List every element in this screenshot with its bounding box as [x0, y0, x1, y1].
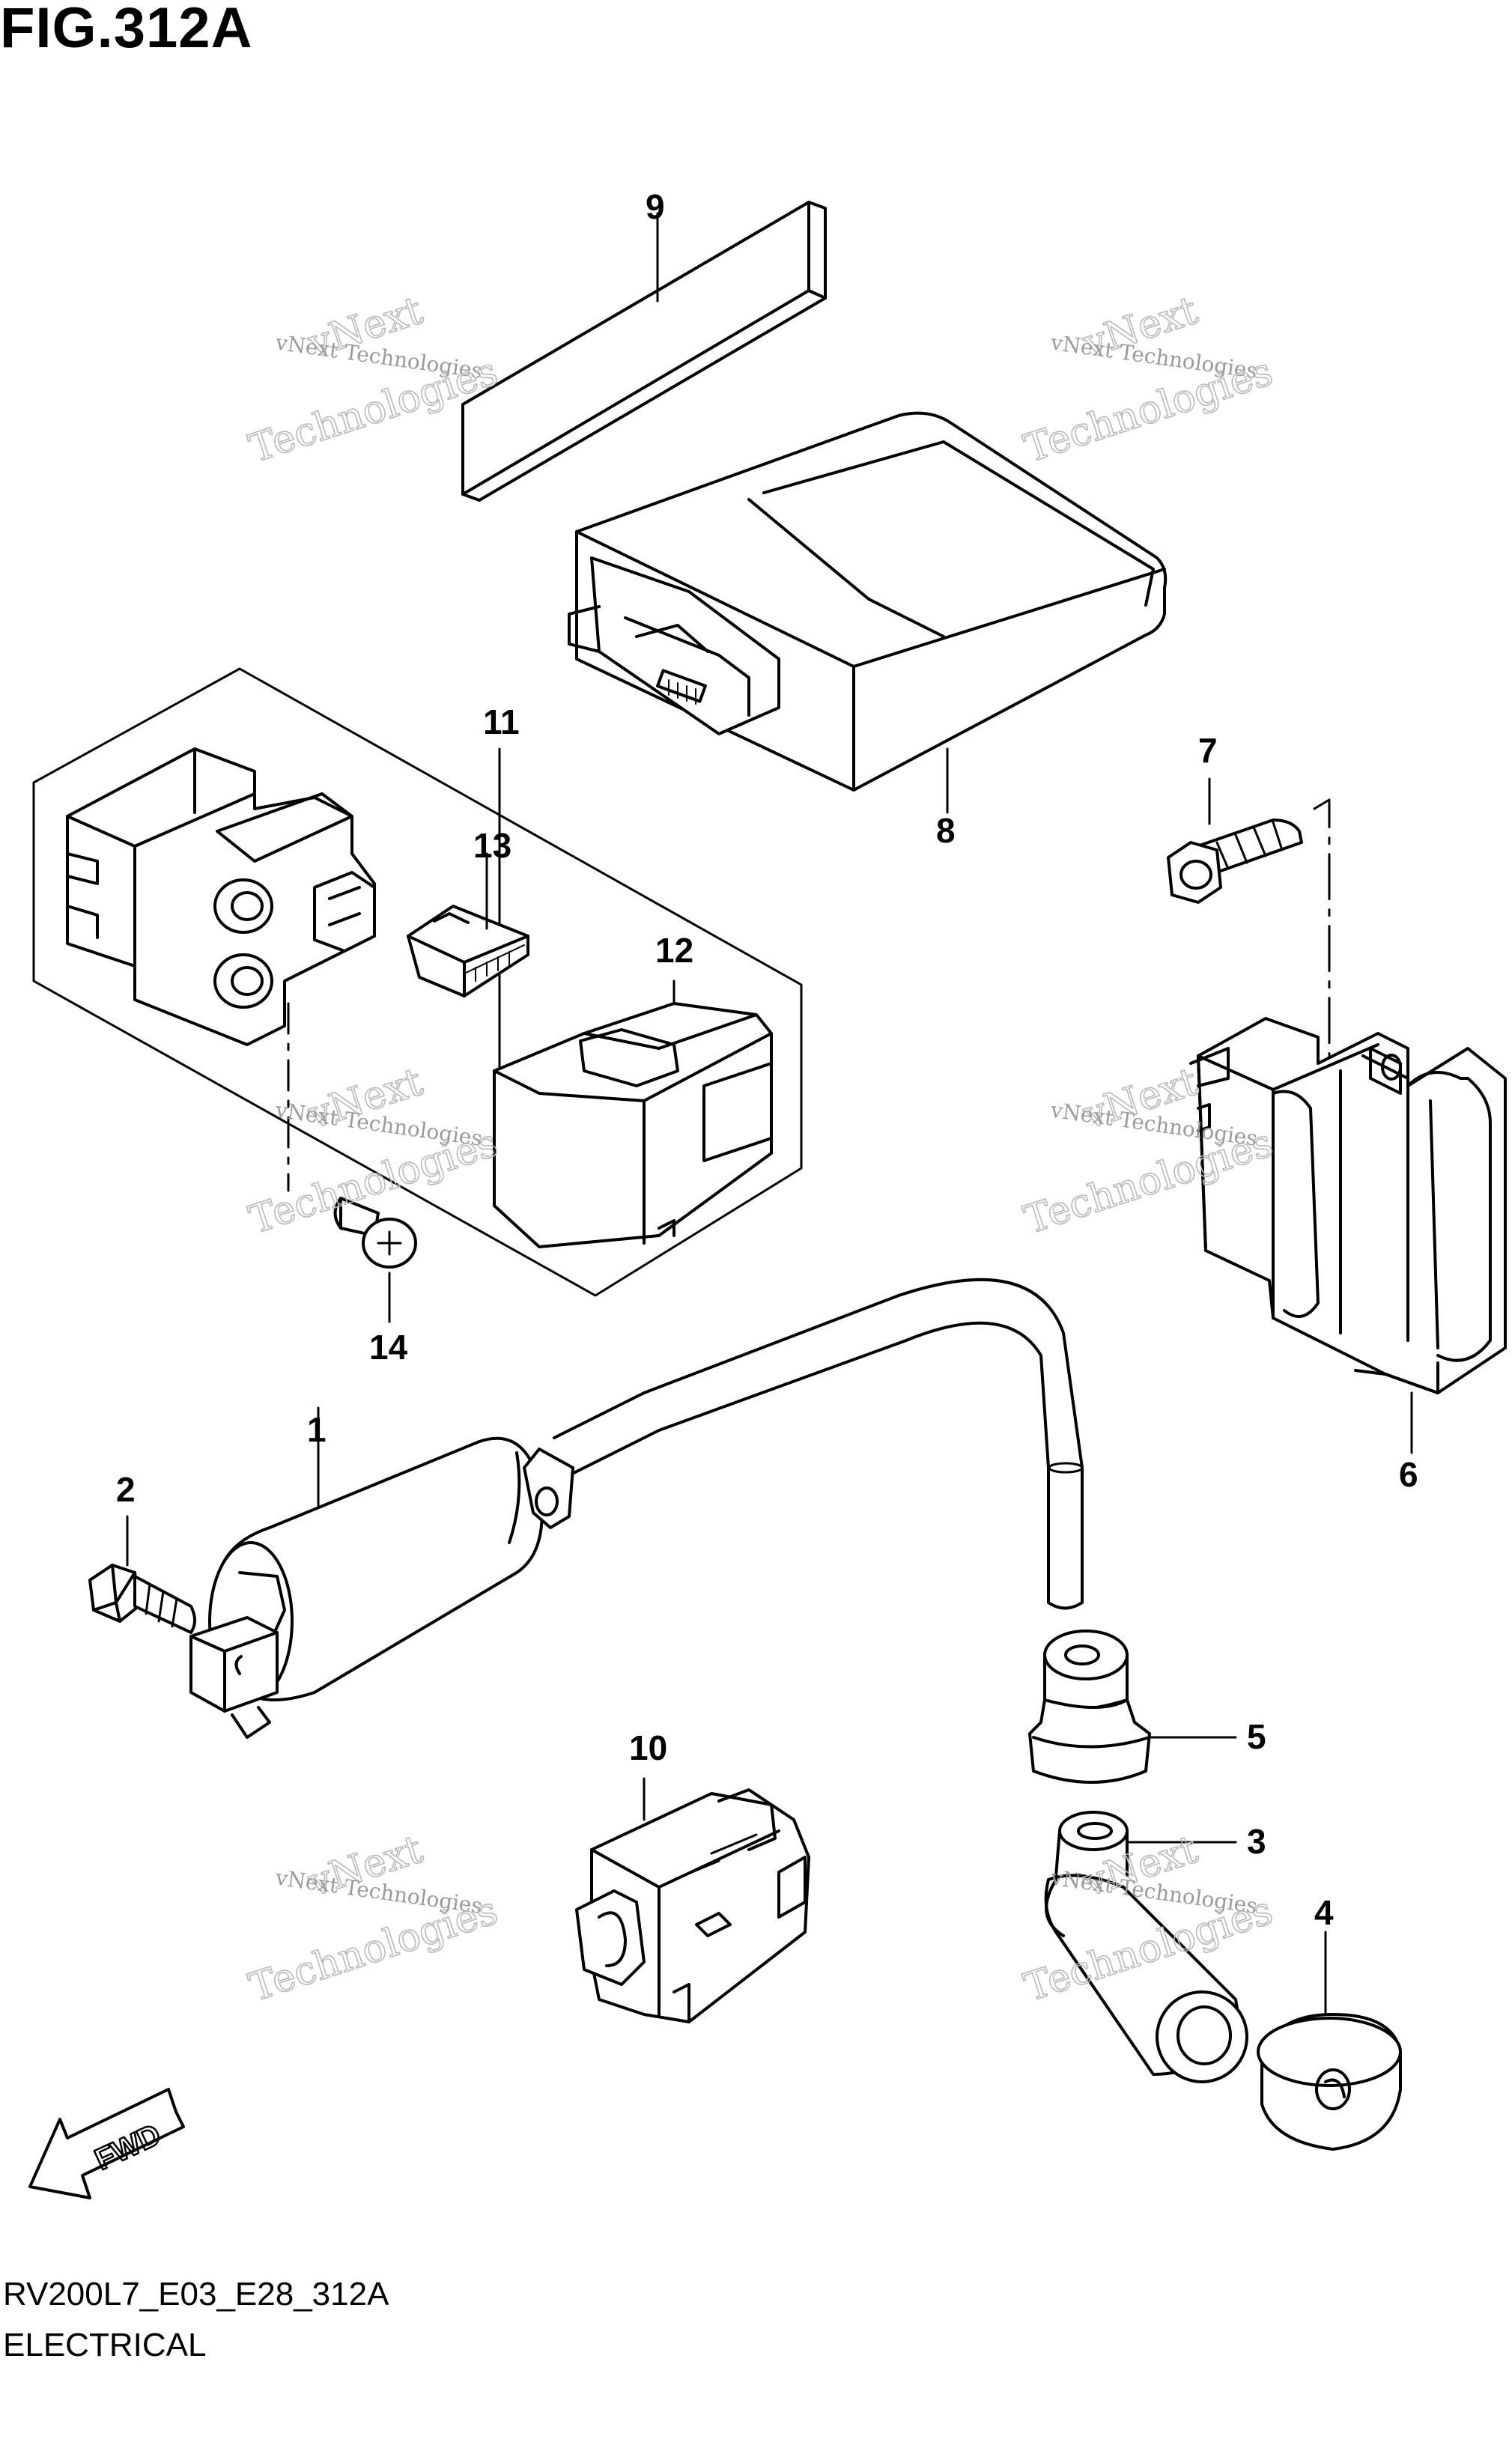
callout-6: 6 [1399, 1455, 1418, 1494]
callout-8: 8 [936, 811, 956, 850]
callout-5: 5 [1247, 1717, 1266, 1756]
part-8-ecm-unit[interactable] [568, 411, 1168, 814]
part-2-bolt[interactable] [88, 1515, 196, 1634]
part-3-grommet[interactable] [1044, 1811, 1248, 2083]
part-13-fuse[interactable] [407, 852, 529, 997]
fwd-arrow-icon: FWD [28, 2088, 185, 2199]
part-9-cushion-pad[interactable] [461, 201, 827, 502]
part-10-relay[interactable] [575, 1777, 810, 2023]
callout-12: 12 [655, 931, 693, 970]
figure-name: ELECTRICAL [3, 2327, 207, 2363]
figure-code: RV200L7_E03_E28_312A [3, 2276, 389, 2312]
figure-title: FIG.312A [0, 0, 253, 60]
callout-11: 11 [483, 702, 520, 741]
svg-text:Technologies: Technologies [244, 1888, 503, 2010]
callout-1: 1 [307, 1410, 327, 1449]
watermark-top-right: vNext vNext Technologies Technologies [1018, 288, 1278, 473]
part-12-relay-cover[interactable] [493, 980, 773, 1248]
part-6-regulator[interactable] [1189, 1017, 1507, 1454]
callout-2: 2 [116, 1470, 136, 1509]
watermark-bottom-left: vNext vNext Technologies Technologies [243, 1826, 503, 2011]
part-14-screw[interactable] [287, 1002, 417, 1323]
part-1-ignition-coil[interactable] [189, 1278, 1084, 1739]
part-11-starter-relay[interactable] [66, 747, 376, 1046]
part-4-plug-cap[interactable] [1257, 1931, 1402, 2151]
callout-13: 13 [473, 826, 511, 865]
callout-10: 10 [629, 1728, 667, 1767]
callout-3: 3 [1247, 1822, 1266, 1861]
callout-14: 14 [369, 1328, 408, 1367]
callout-9: 9 [646, 187, 665, 226]
part-7-bolt[interactable] [1167, 777, 1331, 1102]
part-5-seal[interactable] [1028, 1630, 1237, 1784]
callout-7: 7 [1198, 731, 1218, 770]
callout-4: 4 [1314, 1893, 1334, 1932]
